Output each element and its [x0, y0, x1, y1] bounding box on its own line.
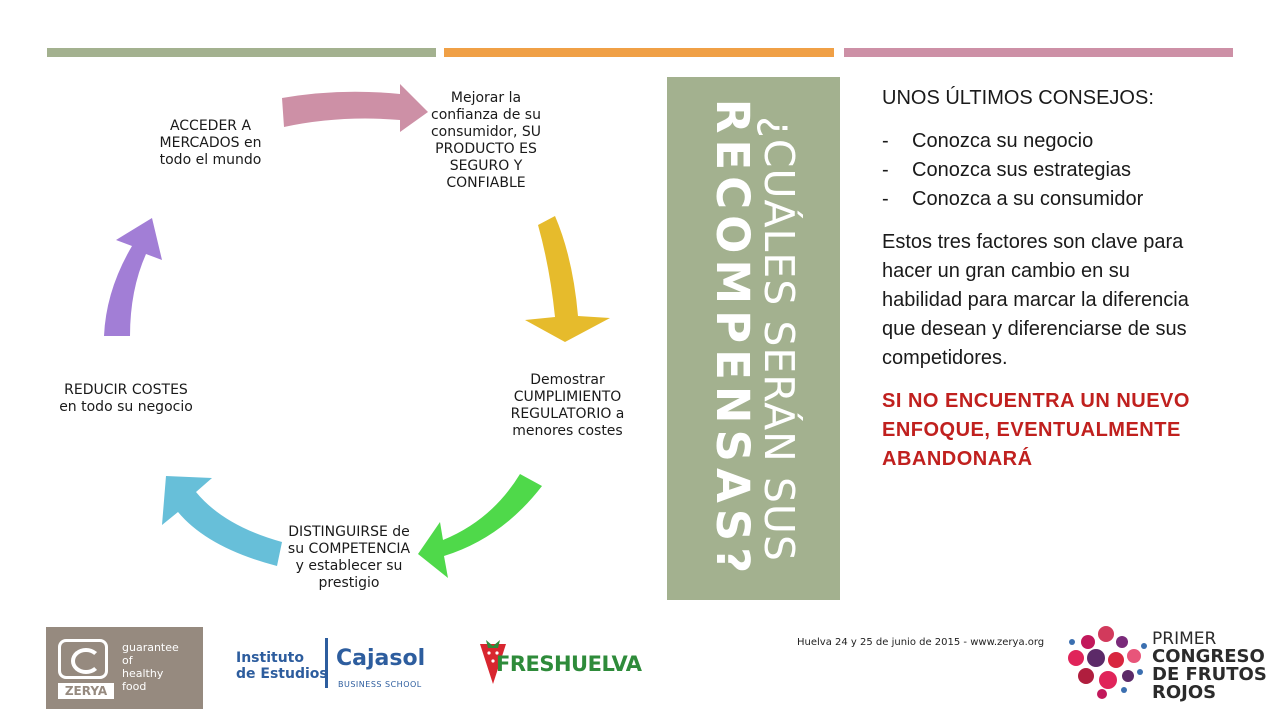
zerya-tagline-line: guarantee: [122, 641, 179, 654]
tips-warning: SI NO ENCUENTRA UN NUEVO ENFOQUE, EVENTU…: [882, 390, 1190, 470]
cajasol-subtitle: BUSINESS SCHOOL: [338, 680, 422, 689]
congreso-line: ROJOS: [1152, 682, 1217, 703]
zerya-mark-icon: [58, 639, 108, 679]
congreso-logo: PRIMER CONGRESO DE FRUTOS ROJOS: [1152, 630, 1267, 702]
zerya-tagline-line: of: [122, 654, 133, 667]
tips-heading: UNOS ÚLTIMOS CONSEJOS:: [882, 87, 1154, 109]
tips-panel: UNOS ÚLTIMOS CONSEJOS: Conozca su negoci…: [882, 84, 1212, 474]
cycle-node-distinguirse: DISTINGUIRSE de su COMPETENCIA y estable…: [287, 524, 411, 591]
strawberry-icon: [480, 640, 506, 684]
freshuelva-logo: FRESHUELVA: [496, 652, 642, 676]
top-bar-orange: [444, 48, 834, 57]
tip-item: Conozca su negocio: [882, 127, 1212, 156]
berries-dots-icon: [1068, 626, 1147, 699]
cycle-node-acceder: ACCEDER A MERCADOS en todo el mundo: [159, 118, 262, 168]
title-line-1: ¿CUÁLES SERÁN SUS: [754, 115, 803, 562]
congreso-line: PRIMER: [1152, 629, 1217, 649]
instituto-line: Instituto: [236, 650, 304, 666]
top-bar-pink: [844, 48, 1233, 57]
instituto-line: de Estudios: [236, 666, 328, 682]
arrow-yellow: [525, 216, 610, 342]
cycle-node-cumplimiento: Demostrar CUMPLIMIENTO REGULATORIO a men…: [510, 372, 625, 439]
cajasol-logo: Cajasol: [336, 646, 426, 671]
zerya-logo: ZERYA guarantee of healthy food: [46, 627, 203, 709]
tips-list: Conozca su negocio Conozca sus estrategi…: [882, 127, 1212, 214]
arrow-blue: [162, 476, 282, 566]
top-bar-green: [47, 48, 436, 57]
arrow-green: [418, 474, 542, 578]
cycle-node-confianza: Mejorar la confianza de su consumidor, S…: [430, 90, 542, 191]
logo-divider: [325, 638, 328, 688]
arrow-pink: [282, 84, 428, 132]
zerya-tagline-line: food: [122, 680, 147, 693]
tip-item: Conozca a su consumidor: [882, 185, 1212, 214]
vertical-title-panel: ¿CUÁLES SERÁN SUS RECOMPENSAS?: [667, 77, 840, 600]
congreso-line: DE FRUTOS: [1152, 664, 1267, 685]
congreso-line: CONGRESO: [1152, 646, 1265, 667]
arrow-purple: [104, 218, 162, 336]
title-line-2: RECOMPENSAS?: [705, 98, 759, 579]
tip-item: Conozca sus estrategias: [882, 156, 1212, 185]
cycle-node-reducir: REDUCIR COSTES en todo su negocio: [59, 382, 193, 415]
cycle-diagram: [104, 84, 610, 578]
tips-paragraph: Estos tres factores son clave para hacer…: [882, 231, 1189, 369]
zerya-tagline: guarantee of healthy food: [122, 641, 179, 693]
instituto-logo: Instituto de Estudios: [236, 650, 328, 682]
zerya-tagline-line: healthy: [122, 667, 164, 680]
footer-text: Huelva 24 y 25 de junio de 2015 - www.ze…: [797, 637, 1045, 648]
zerya-name: ZERYA: [58, 683, 114, 699]
